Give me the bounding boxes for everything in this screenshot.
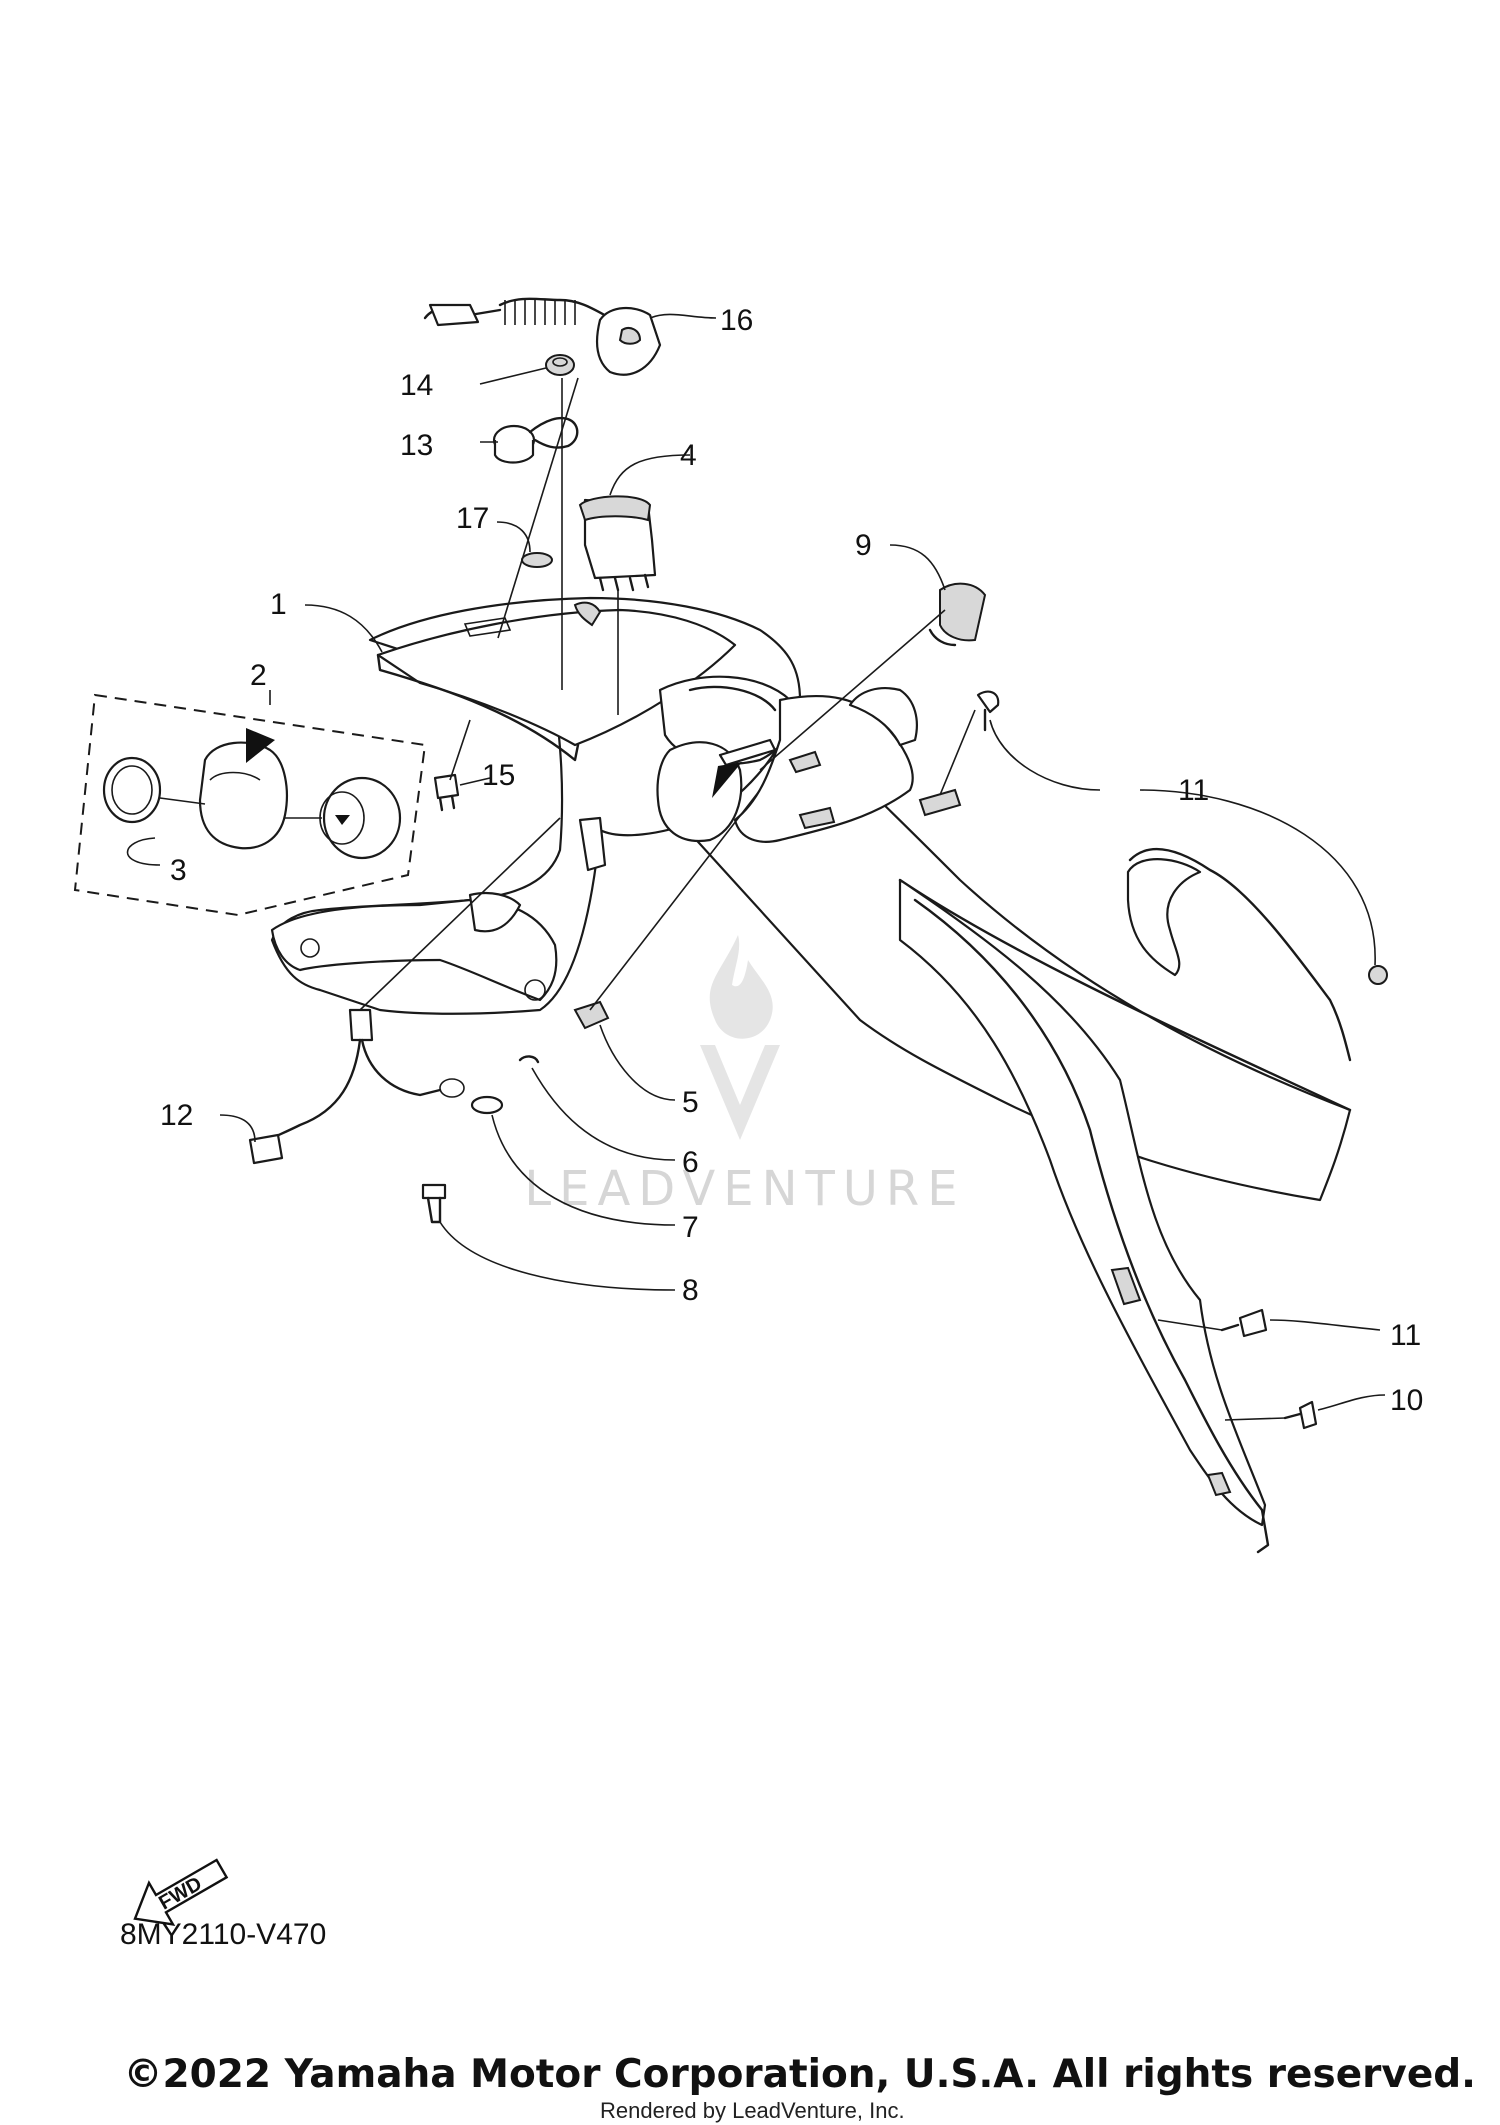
callout-3: 3 (170, 854, 187, 887)
callout-11-lower: 11 (1390, 1319, 1421, 1352)
callout-6: 6 (682, 1146, 699, 1179)
wire-harness (248, 1008, 465, 1165)
screws (976, 690, 1388, 1430)
callout-13: 13 (400, 429, 433, 462)
nut-part-14 (545, 354, 575, 376)
cap-part-13 (492, 416, 579, 464)
watermark-logo: LEADVENTURE (524, 935, 965, 1217)
washer-part-17 (521, 552, 553, 568)
switch-part-15 (433, 773, 460, 812)
leader-lines (126, 313, 1386, 1421)
console-body (270, 596, 962, 1015)
arrow-indicator-left (712, 762, 742, 798)
callout-7: 7 (682, 1211, 699, 1244)
callout-2: 2 (250, 659, 267, 692)
callout-5: 5 (682, 1086, 699, 1119)
rocker-switch (578, 495, 657, 592)
lanyard-key (423, 297, 662, 376)
gauge-assembly (73, 693, 427, 917)
callout-14: 14 (400, 369, 433, 402)
rendered-by-text: Rendered by LeadVenture, Inc. (600, 2098, 905, 2123)
callout-17: 17 (456, 502, 489, 535)
callout-1: 1 (270, 588, 287, 621)
fastener-stack (421, 1000, 610, 1224)
callout-8: 8 (682, 1274, 699, 1307)
drawing-code: 8MY2110-V470 (120, 1918, 327, 1951)
callout-4: 4 (680, 439, 697, 472)
callout-11-upper: 11 (1178, 774, 1209, 807)
copyright-notice: ©2022 Yamaha Motor Corporation, U.S.A. A… (123, 2052, 1476, 2097)
fwd-label: FWD (155, 1873, 205, 1915)
callout-labels: 1 2 3 4 5 6 7 8 9 10 11 11 12 13 14 15 1… (160, 304, 1423, 1417)
callout-16: 16 (720, 304, 753, 337)
cap-part-9 (928, 582, 987, 647)
callout-10: 10 (1390, 1384, 1423, 1417)
callout-15: 15 (482, 759, 515, 792)
callout-9: 9 (855, 529, 872, 562)
watermark-text: LEADVENTURE (524, 1161, 965, 1217)
callout-12: 12 (160, 1099, 193, 1132)
